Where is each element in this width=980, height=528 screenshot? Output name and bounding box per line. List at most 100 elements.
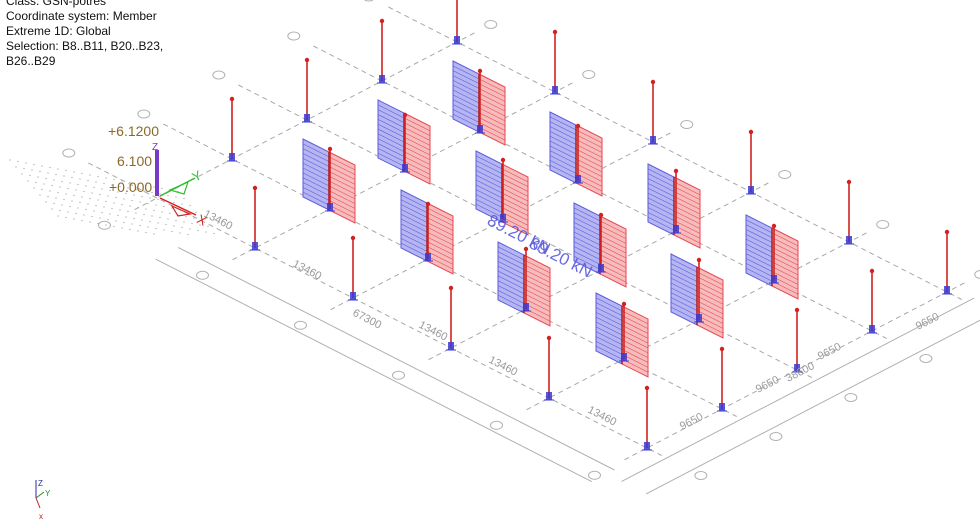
level-label-top: +6.1200 — [108, 123, 159, 139]
diagram-hatch — [599, 239, 627, 254]
ground-dot — [205, 231, 207, 233]
diagram-hatch — [670, 273, 698, 287]
diagram-hatch — [549, 116, 577, 131]
diagram-hatch — [400, 204, 428, 218]
diagram-hatch — [647, 187, 675, 202]
diagram-hatch — [523, 264, 551, 278]
diagram-hatch — [302, 177, 330, 191]
column-support — [944, 286, 950, 294]
ground-dot — [171, 230, 173, 233]
diagram-hatch — [452, 70, 480, 84]
diagram-hatch — [452, 113, 480, 128]
column-support — [425, 253, 431, 261]
grid-marker — [778, 169, 792, 179]
diagram-hatch — [478, 112, 506, 126]
grid-marker — [876, 219, 890, 229]
column-top-node — [598, 212, 604, 218]
diagram-hatch — [501, 168, 529, 183]
diagram-hatch — [400, 209, 428, 223]
extreme-line: Extreme 1D: Global — [6, 24, 111, 38]
diagram-hatch — [573, 255, 601, 270]
column-support — [454, 36, 460, 44]
column-top-node — [350, 235, 356, 241]
ground-dot — [141, 195, 143, 198]
diagram-hatch — [426, 236, 454, 251]
diagram-hatch — [621, 325, 649, 339]
diagram-hatch — [403, 151, 431, 165]
diagram-hatch — [696, 300, 724, 315]
diagram-hatch — [549, 155, 577, 169]
grid-marker — [919, 354, 933, 363]
diagram-hatch — [478, 88, 506, 102]
ground-dot — [147, 226, 149, 228]
diagram-hatch — [673, 191, 701, 205]
diagram-hatch — [400, 213, 428, 228]
ground-dot — [175, 196, 177, 198]
diagram-hatch — [501, 212, 529, 226]
diagram-hatch — [377, 123, 405, 138]
ground-dot — [67, 211, 69, 213]
ground-dot — [27, 180, 29, 182]
ground-dot — [47, 172, 49, 174]
diagram-hatch — [497, 275, 525, 290]
column-top-node — [869, 268, 875, 274]
diagram-hatch — [573, 222, 601, 236]
diagram-hatch — [328, 200, 356, 214]
diagram-hatch — [745, 253, 773, 267]
diagram-hatch — [647, 202, 675, 216]
diagram-hatch — [377, 152, 405, 167]
ground-dot — [161, 187, 163, 190]
diagram-hatch — [745, 224, 773, 238]
diagram-hatch — [595, 345, 623, 360]
ground-dot — [55, 197, 57, 199]
ground-dot — [91, 192, 93, 194]
ground-dot — [81, 172, 83, 175]
ground-dot — [65, 216, 67, 219]
diagram-hatch — [595, 312, 623, 326]
grid-marker — [694, 471, 708, 480]
column-top-node — [229, 96, 235, 102]
diagram-hatch — [400, 223, 428, 238]
column-support — [719, 403, 725, 411]
diagram-hatch — [523, 288, 551, 303]
diagram-hatch — [549, 164, 577, 179]
ground-dot — [145, 208, 147, 210]
ground-dot — [49, 166, 51, 169]
diagram-hatch — [501, 173, 529, 187]
ground-dot — [139, 224, 141, 227]
ground-dot — [41, 165, 43, 167]
diagram-hatch — [302, 187, 330, 201]
ground-dot — [65, 169, 67, 172]
ground-dot — [89, 197, 91, 200]
ground-dot — [173, 225, 175, 227]
diagram-hatch — [426, 222, 454, 236]
diagram-hatch — [670, 306, 698, 321]
diagram-hatch — [696, 305, 724, 319]
diagram-hatch — [745, 238, 773, 253]
diagram-hatch — [696, 276, 724, 290]
selection-line: Selection: B8..B11, B20..B23, — [6, 39, 164, 53]
ground-dot-pattern — [9, 159, 215, 236]
diagram-hatch — [595, 321, 623, 336]
grid-marker — [212, 70, 226, 80]
column-support — [477, 125, 483, 133]
ground-dot — [159, 193, 161, 195]
column-top-node — [621, 301, 627, 307]
ground-dot — [199, 224, 201, 226]
ground-dot — [191, 222, 193, 225]
column-support — [771, 275, 777, 283]
diagram-hatch — [673, 215, 701, 229]
diagram-hatch — [575, 158, 603, 173]
diagram-hatch — [302, 153, 330, 167]
ground-dot — [93, 186, 95, 189]
diagram-hatch — [599, 230, 627, 244]
ground-dot — [73, 218, 75, 220]
diagram-hatch — [328, 185, 356, 200]
ground-dot — [123, 221, 125, 224]
diagram-hatch — [599, 220, 627, 235]
ground-dot — [59, 209, 61, 212]
column-top-node — [673, 168, 679, 174]
diagram-hatch — [523, 259, 551, 274]
